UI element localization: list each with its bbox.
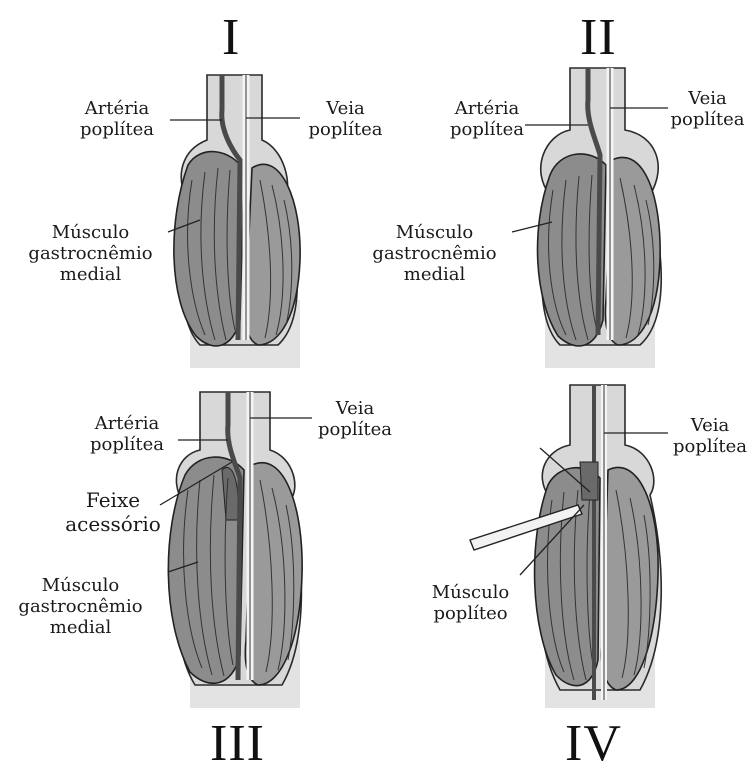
panel-4-vein-label: Veia poplítea [664,415,756,457]
panel-3-muscle-label: Músculo gastrocnêmio medial [8,575,153,638]
panel-2-artery-label: Artéria poplítea [432,98,542,140]
panel-1-vein-label: Veia poplítea [298,98,393,140]
panel-3-accessory-label: Feixe acessório [58,488,168,536]
panel-3-artery-label: Artéria poplítea [72,413,182,455]
panel-3-drawing [160,392,312,708]
panel-4-numeral: IV [565,718,622,770]
panel-3-numeral: III [210,718,265,770]
panel-3-vein-label: Veia poplítea [305,398,405,440]
panel-1-numeral: I [222,12,240,64]
panel-2-numeral: II [580,12,617,64]
panel-4-drawing [470,385,668,708]
panel-1-muscle-label: Músculo gastrocnêmio medial [18,222,163,285]
panel-2-muscle-label: Músculo gastrocnêmio medial [362,222,507,285]
popliteus-muscle [580,462,598,500]
panel-1-artery-label: Artéria poplítea [62,98,172,140]
panel-4-popliteus-label: Músculo poplíteo [418,582,523,624]
panel-1-drawing [168,75,300,368]
panel-2-vein-label: Veia poplítea [660,88,755,130]
